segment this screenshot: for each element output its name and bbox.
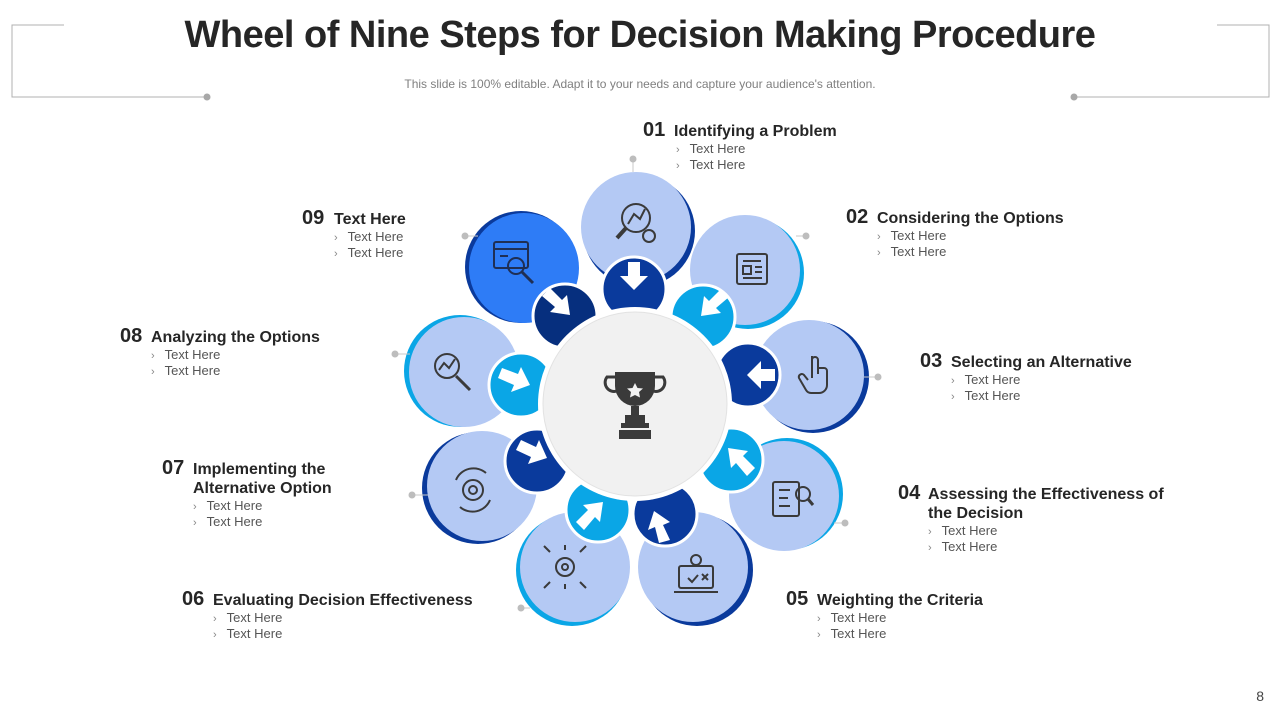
step-title: Evaluating Decision Effectiveness [213,592,473,609]
hand-pointer-icon [797,356,828,394]
analysis-magnifier-icon [434,353,472,392]
gear-network-icon [543,545,587,589]
step-title: Implementing the [193,461,326,478]
step-number: 04 [898,482,921,504]
step-bullet: ›Text Here [151,363,221,378]
header-frame [11,24,1270,101]
step-bullet: ›Text Here [334,245,404,260]
step-title: Considering the Options [877,210,1064,227]
step-number: 07 [162,457,185,479]
step-bullet: ›Text Here [951,388,1021,403]
step-number: 09 [302,207,325,229]
step-07-label: 07 Implementing the Alternative Option ›… [162,458,382,536]
step-02-label: 02 Considering the Options ›Text Here ›T… [846,207,1106,267]
step-title: Identifying a Problem [674,123,837,140]
magnifier-chart-icon [615,203,656,243]
step-title: Assessing the Effectiveness of [928,486,1164,503]
step-number: 03 [920,350,943,372]
step-bullet: ›Text Here [151,347,221,362]
step-title: Weighting the Criteria [817,592,983,609]
slide-title: Wheel of Nine Steps for Decision Making … [184,14,1096,56]
step-bullet: ›Text Here [877,228,947,243]
step-number: 06 [182,588,205,610]
page-number: 8 [1256,688,1264,704]
laptop-gear-icon [674,554,718,593]
step-bullet: ›Text Here [676,157,746,172]
step-title-line2: Alternative Option [193,480,332,497]
browser-search-icon [493,241,535,285]
step-09-label: 09 Text Here ›Text Here ›Text Here [302,208,462,268]
step-04-label: 04 Assessing the Effectiveness of the De… [898,483,1198,561]
slide-subtitle: This slide is 100% editable. Adapt it to… [404,77,876,91]
step-bullet: ›Text Here [928,523,998,538]
step-bullet: ›Text Here [676,141,746,156]
gear-cycle-icon [455,467,491,513]
step-bullet: ›Text Here [928,539,998,554]
petal-03 [754,320,882,433]
step-bullet: ›Text Here [213,610,283,625]
step-01-label: 01 Identifying a Problem ›Text Here ›Tex… [643,120,903,180]
step-06-label: 06 Evaluating Decision Effectiveness ›Te… [182,589,502,649]
step-number: 08 [120,325,143,347]
step-title-line2: the Decision [928,505,1024,522]
step-number: 01 [643,119,666,141]
step-number: 02 [846,206,869,228]
step-03-label: 03 Selecting an Alternative ›Text Here ›… [920,351,1180,411]
step-bullet: ›Text Here [193,514,263,529]
step-bullet: ›Text Here [817,626,887,641]
step-bullet: ›Text Here [817,610,887,625]
step-title: Text Here [334,211,406,228]
step-bullet: ›Text Here [193,498,263,513]
checklist-magnifier-icon [772,481,815,517]
step-bullet: ›Text Here [334,229,404,244]
step-bullet: ›Text Here [951,372,1021,387]
step-bullet: ›Text Here [877,244,947,259]
step-number: 05 [786,588,809,610]
step-bullet: ›Text Here [213,626,283,641]
newspaper-icon [736,253,768,285]
step-08-label: 08 Analyzing the Options ›Text Here ›Tex… [120,326,360,386]
step-title: Selecting an Alternative [951,354,1132,371]
step-title: Analyzing the Options [151,329,320,346]
trophy-icon [603,372,667,439]
step-05-label: 05 Weighting the Criteria ›Text Here ›Te… [786,589,1046,649]
